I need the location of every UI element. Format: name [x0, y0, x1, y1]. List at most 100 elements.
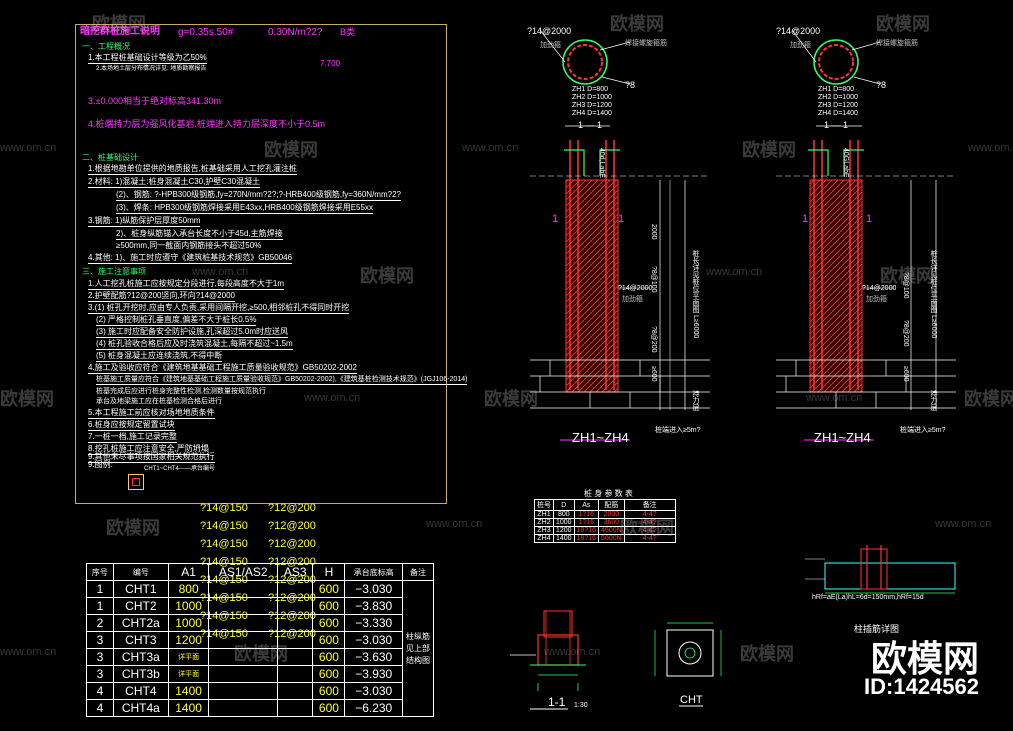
table-cell: ZH2	[534, 518, 554, 527]
watermark-url: www.om.cn	[706, 266, 763, 278]
section-right-row-3: ZH3 D=1200	[818, 102, 858, 109]
table-cell: 1400	[553, 534, 575, 543]
section-right-row-1: ZH1 D=800	[818, 86, 854, 93]
notes-n13: 6.桩身应按规定留置试块	[88, 420, 175, 431]
table-cell	[208, 614, 279, 632]
notes-n17: 9.图例:	[88, 460, 113, 469]
watermark-url: www.om.cn	[304, 392, 361, 404]
rebar-a-2: ?14@150	[200, 520, 248, 532]
table-cell: 1400	[167, 682, 210, 700]
notes-n5: (3) 施工时应配备安全防护设施,孔深超过5.0m时应送风	[96, 327, 289, 338]
section-circle-left	[539, 29, 631, 127]
table-cell	[208, 580, 279, 598]
watermark: 欧模网	[234, 644, 288, 664]
pile-left-spec-sub: 加劲箍	[622, 296, 643, 303]
table-cell: 1000	[167, 597, 210, 615]
pile-elevation-right	[776, 140, 956, 441]
table-cell: −3.030	[344, 580, 403, 598]
notes-m8: 4.其他: 1)、施工时应遵守《建筑桩基技术规范》GB50046	[88, 253, 293, 264]
pile-table: 桩号 D As 配筋 备注 ZH1 800 1?16 2000 4-4? ZH2…	[534, 499, 676, 543]
notes-m4: (3)、焊条: HPB300级钢筋焊接采用E43xx,HRB400级钢筋焊接采用…	[116, 203, 373, 214]
table-cell: 600	[312, 682, 346, 700]
table-header: AS1/AS2	[208, 563, 279, 581]
section-right-bar: ?8	[876, 80, 887, 90]
watermark-url: www.om.cn	[968, 142, 1013, 154]
section-right-spec: ?14@2000	[776, 26, 821, 36]
table-row: ZH4 1400 18?16 5600N 4-4?	[534, 534, 676, 543]
notes-line-3: 3.±0.000相当于绝对标高341.30m	[88, 96, 221, 106]
section-right-sub: 加劲箍	[790, 42, 811, 49]
watermark-url: www.om.cn	[544, 646, 601, 658]
notes-title: 暗挖群桩施工说明	[80, 26, 160, 37]
pile-left-dim-4: ?8@200	[650, 326, 657, 353]
watermark: 欧模网	[620, 518, 674, 538]
pile-left-dim-2: 2000	[650, 224, 657, 240]
notes-n8: 4.施工及验收应符合《建筑地基基础工程施工质量验收规范》GB50202-2002	[88, 363, 357, 374]
notes-panel	[75, 24, 447, 504]
notes-section-1: 一、工程概况	[82, 42, 130, 51]
table-cell: −6.230	[344, 699, 403, 717]
table-cell: CHT1	[112, 580, 169, 598]
table-header: 编号	[112, 563, 169, 581]
detail-1-1	[510, 610, 586, 710]
notes-title-suffix: g=0.35s.50#	[178, 27, 234, 38]
table-header: D	[553, 499, 575, 511]
section-left-note: 焊接螺旋箍筋	[625, 40, 667, 47]
table-cell: −3.030	[344, 631, 403, 649]
table-header: H	[312, 563, 346, 581]
pile-right-dim-4: ≥600	[902, 366, 909, 382]
table-cell	[208, 665, 279, 683]
table-cell: 600	[312, 665, 346, 683]
notes-title-tail: 0.30N/m?2?	[268, 27, 323, 38]
table-row: 3 CHT3a 详平面 600 −3.630	[86, 648, 434, 666]
table-cell: 600	[312, 648, 346, 666]
detail-1-1-scale: 1:30	[574, 702, 588, 709]
notes-n9: 桩基施工质量应符合《建筑地基基础工程施工质量验收规范》GB50202-2002)…	[96, 376, 468, 385]
pile-left-cut-mark-r: 1	[618, 213, 625, 225]
table-cell: CHT4a	[112, 699, 169, 717]
watermark: 欧模网	[264, 140, 318, 160]
table-cell: 4	[86, 682, 114, 700]
watermark: 欧模网	[880, 266, 934, 286]
notes-n6: (4) 桩孔验收合格后应及时浇筑混凝土,每隔不超过~1.5m	[96, 339, 293, 350]
rebar-b-2: ?12@200	[268, 520, 316, 532]
table-cell: ZH1	[534, 510, 554, 519]
pile-left-dim-3: ?8@100	[650, 266, 657, 293]
cap-table: 序号 编号 A1 AS1/AS2 AS3 H 承台底标高 备注 1 CHT1 8…	[86, 563, 434, 717]
table-cell: 1000	[167, 614, 210, 632]
notes-n4: (2) 严格控制桩孔垂直度,偏差不大于桩长0.5%	[96, 315, 257, 326]
table-row: 1 CHT1 800 600 −3.030 柱纵筋 见上部 结构图	[86, 580, 434, 717]
table-cell: 1?16	[573, 518, 600, 527]
legend-symbol	[128, 474, 144, 490]
table-cell: 4-4?	[623, 534, 676, 543]
table-cell: 4	[86, 699, 114, 717]
table-cell: ZH3	[534, 526, 554, 535]
watermark-url: www.om.cn	[0, 142, 57, 154]
notes-n7: (5) 桩身混凝土应连续浇筑,不得中断	[96, 351, 223, 362]
watermark: 欧模网	[106, 518, 160, 538]
pile-right-dim-2: ?8@100	[902, 272, 909, 299]
watermark-url: www.om.cn	[462, 142, 519, 154]
table-row: 4 CHT4 1400 600 −3.030	[86, 682, 434, 700]
section-right-cut: 1 — 1	[824, 120, 849, 130]
section-left-row-4: ZH4 D=1400	[572, 110, 612, 117]
rebar-b-3: ?12@200	[268, 538, 316, 550]
pile-right-note: 桩端进入≥5m?	[900, 427, 946, 434]
notes-n11: 承台及地梁施工应在桩基检测合格后进行	[96, 398, 222, 405]
section-right-row-4: ZH4 D=1400	[818, 110, 858, 117]
section-circle-right	[791, 29, 881, 127]
rebar-b-1: ?12@200	[268, 502, 316, 514]
table-row: 桩号 D As 配筋 备注	[534, 499, 676, 511]
rebar-a-1: ?14@150	[200, 502, 248, 514]
detail-1-1-label: 1-1	[548, 695, 566, 709]
section-right-note: 焊接螺旋箍筋	[876, 40, 918, 47]
table-header: AS3	[277, 563, 314, 581]
table-cell: 1	[86, 597, 114, 615]
table-header: As	[573, 499, 600, 511]
table-cell: ZH4	[534, 534, 554, 543]
table-cell: CHT3a	[112, 648, 169, 666]
notes-n16: 9.其他未尽事项按国家相关规范执行	[88, 452, 215, 463]
table-cell: 1200	[553, 526, 575, 535]
table-row: 2 CHT2a 1000 600 −3.330	[86, 614, 434, 632]
table-cell	[277, 699, 314, 717]
